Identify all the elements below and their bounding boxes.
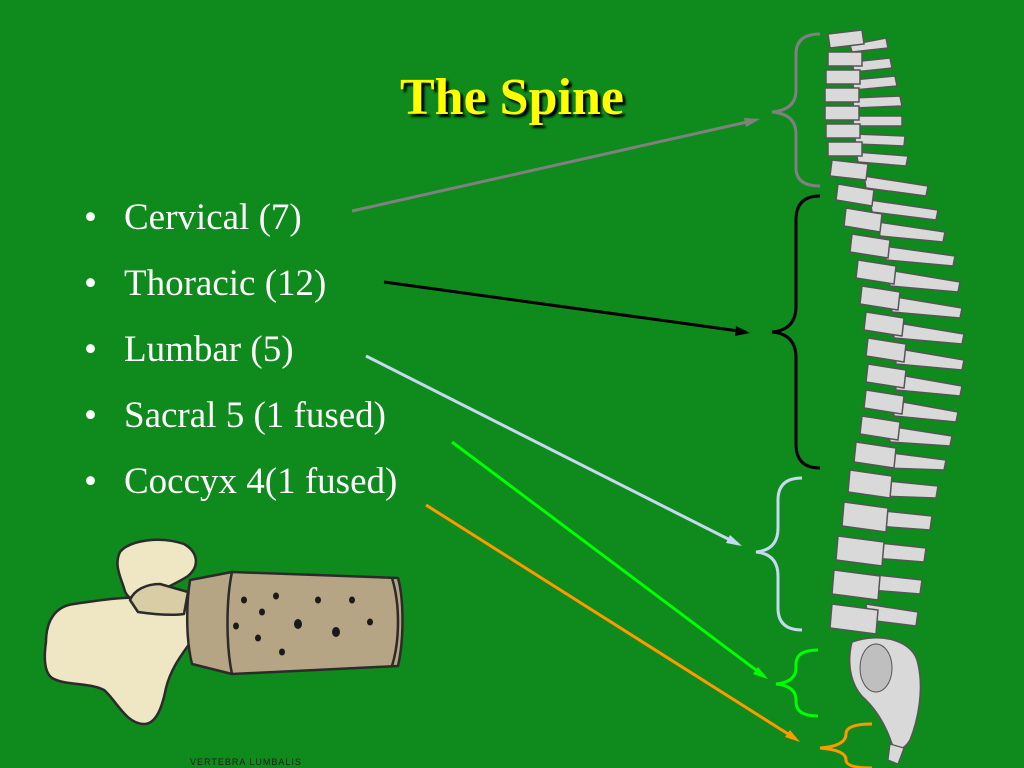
bullet-list: • Cervical (7) • Thoracic (12) • Lumbar (5)… <box>84 194 397 524</box>
bullet-cervical: • Cervical (7) <box>84 194 397 260</box>
bullet-coccyx: • Coccyx 4(1 fused) <box>84 458 397 524</box>
sacrum-inner <box>859 643 893 693</box>
bullet-lumbar: • Lumbar (5) <box>84 326 397 392</box>
bullet-dot-icon: • <box>84 197 97 238</box>
bullet-label: Lumbar (5) <box>124 329 294 370</box>
arrowhead-lumbar <box>726 535 742 546</box>
brace-thoracic <box>771 194 821 470</box>
arrowhead-sacral <box>753 667 768 679</box>
lumbar-vertebra-illustration <box>43 538 404 726</box>
vertebra-caption: VERTEBRA LUMBALIS <box>190 757 302 767</box>
brace-sacral <box>775 648 819 718</box>
slide-title: The Spine <box>400 69 624 126</box>
brace-coccyx <box>819 722 873 768</box>
brace-lumbar <box>755 476 803 632</box>
bullet-dot-icon: • <box>84 461 97 502</box>
connector-cervical <box>351 118 757 213</box>
bullet-label: Thoracic (12) <box>124 263 327 304</box>
bullet-thoracic: • Thoracic (12) <box>84 260 397 326</box>
bullet-label: Cervical (7) <box>124 197 302 238</box>
bullet-label: Coccyx 4(1 fused) <box>124 461 398 502</box>
arrowhead-cervical <box>744 118 760 127</box>
vertebral-bodies <box>824 29 907 635</box>
bullet-dot-icon: • <box>84 395 97 436</box>
coccyx-shape <box>887 743 905 765</box>
arrowhead-coccyx <box>785 730 800 742</box>
spinous-processes <box>849 37 965 627</box>
bullet-label: Sacral 5 (1 fused) <box>124 395 386 436</box>
bullet-sacral: • Sacral 5 (1 fused) <box>84 392 397 458</box>
bullet-dot-icon: • <box>84 263 97 304</box>
connector-thoracic <box>383 280 747 334</box>
brace-cervical <box>771 32 821 188</box>
connector-coccyx <box>425 503 797 741</box>
bullet-dot-icon: • <box>84 329 97 370</box>
connector-sacral <box>451 440 765 678</box>
arrowhead-thoracic <box>735 326 750 336</box>
connector-lumbar <box>365 354 739 546</box>
